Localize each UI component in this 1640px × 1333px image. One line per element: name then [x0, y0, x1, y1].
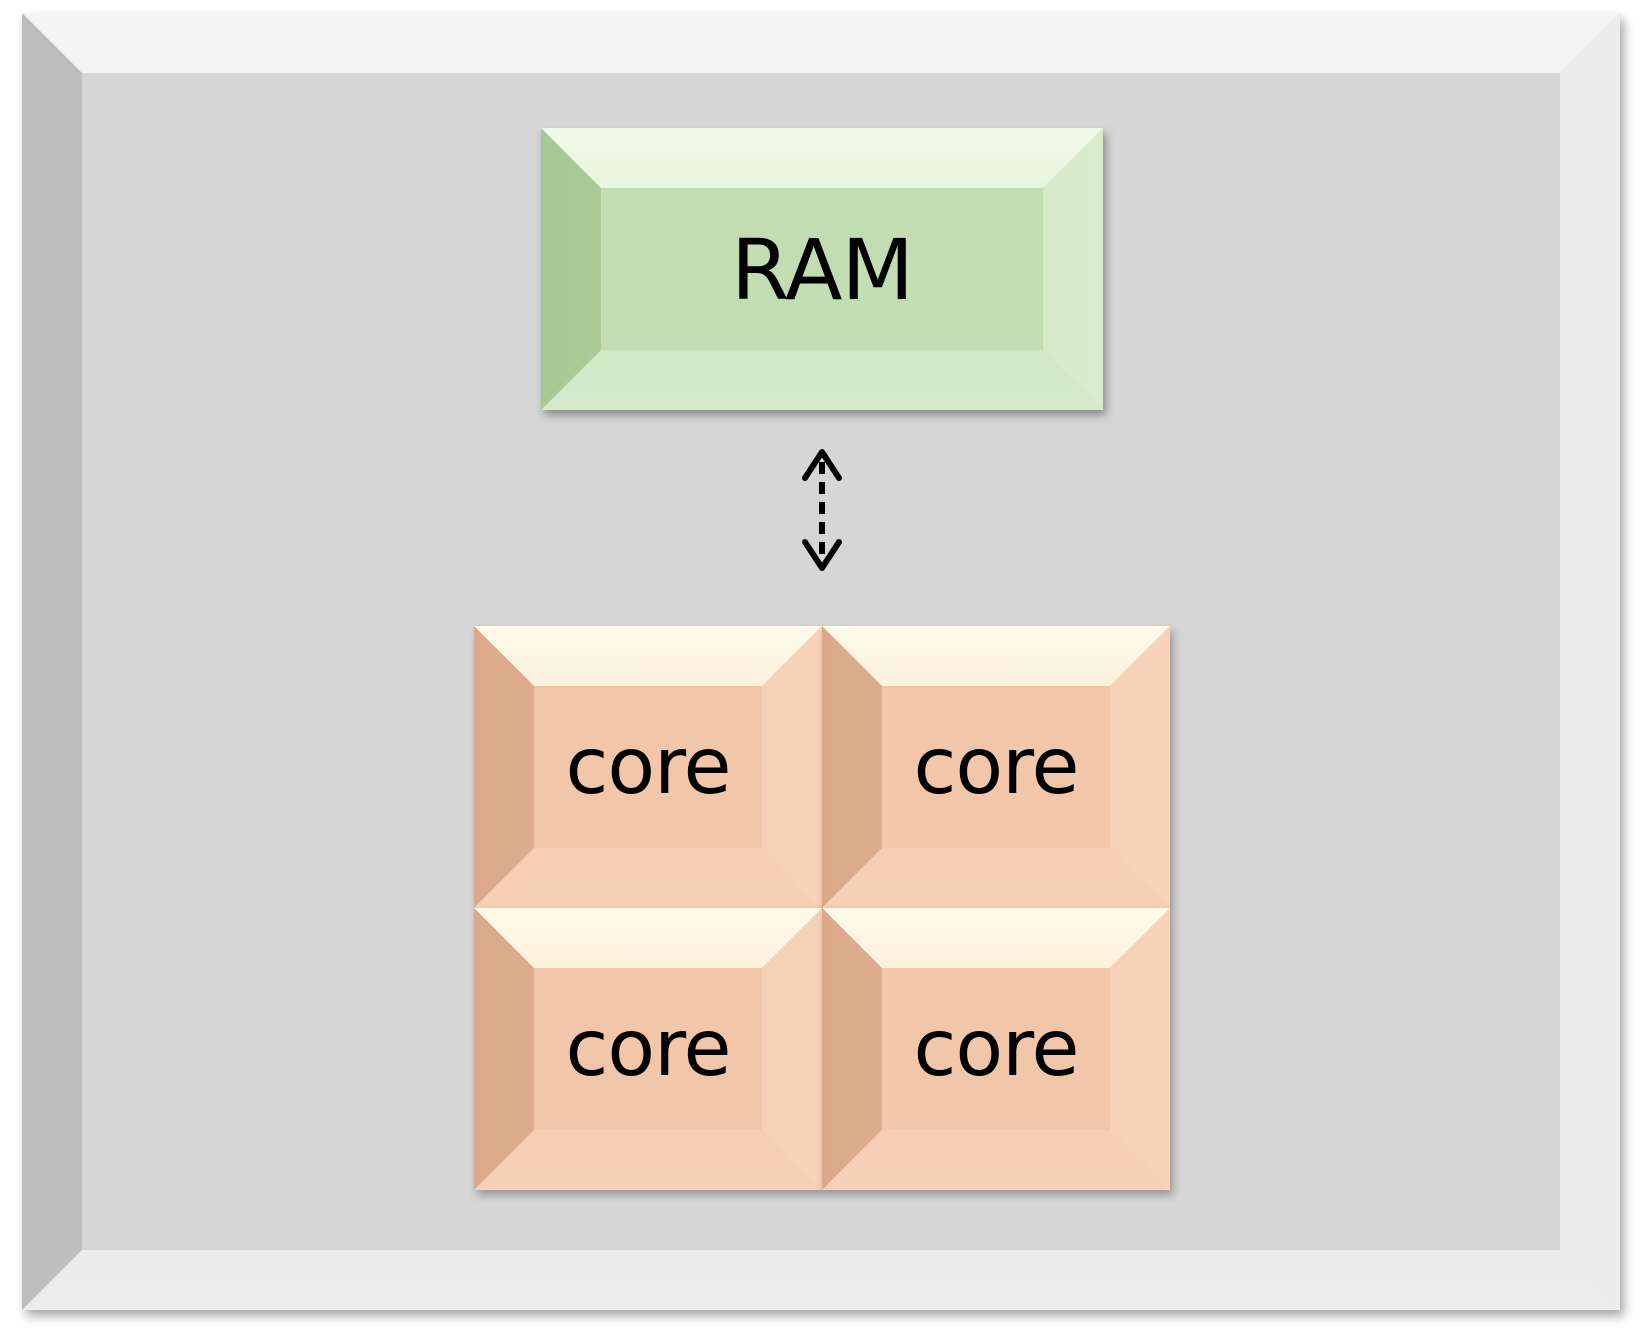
core-label: core	[565, 1004, 732, 1094]
core-box-4: core	[822, 908, 1170, 1190]
core-box-2: core	[822, 626, 1170, 908]
ram-label: RAM	[731, 221, 914, 319]
core-label: core	[913, 722, 1080, 812]
core-box-3: core	[474, 908, 822, 1190]
ram-box: RAM	[541, 128, 1103, 410]
core-label: core	[913, 1004, 1080, 1094]
core-label: core	[565, 722, 732, 812]
core-box-1: core	[474, 626, 822, 908]
bidirectional-arrow-icon	[802, 449, 842, 571]
